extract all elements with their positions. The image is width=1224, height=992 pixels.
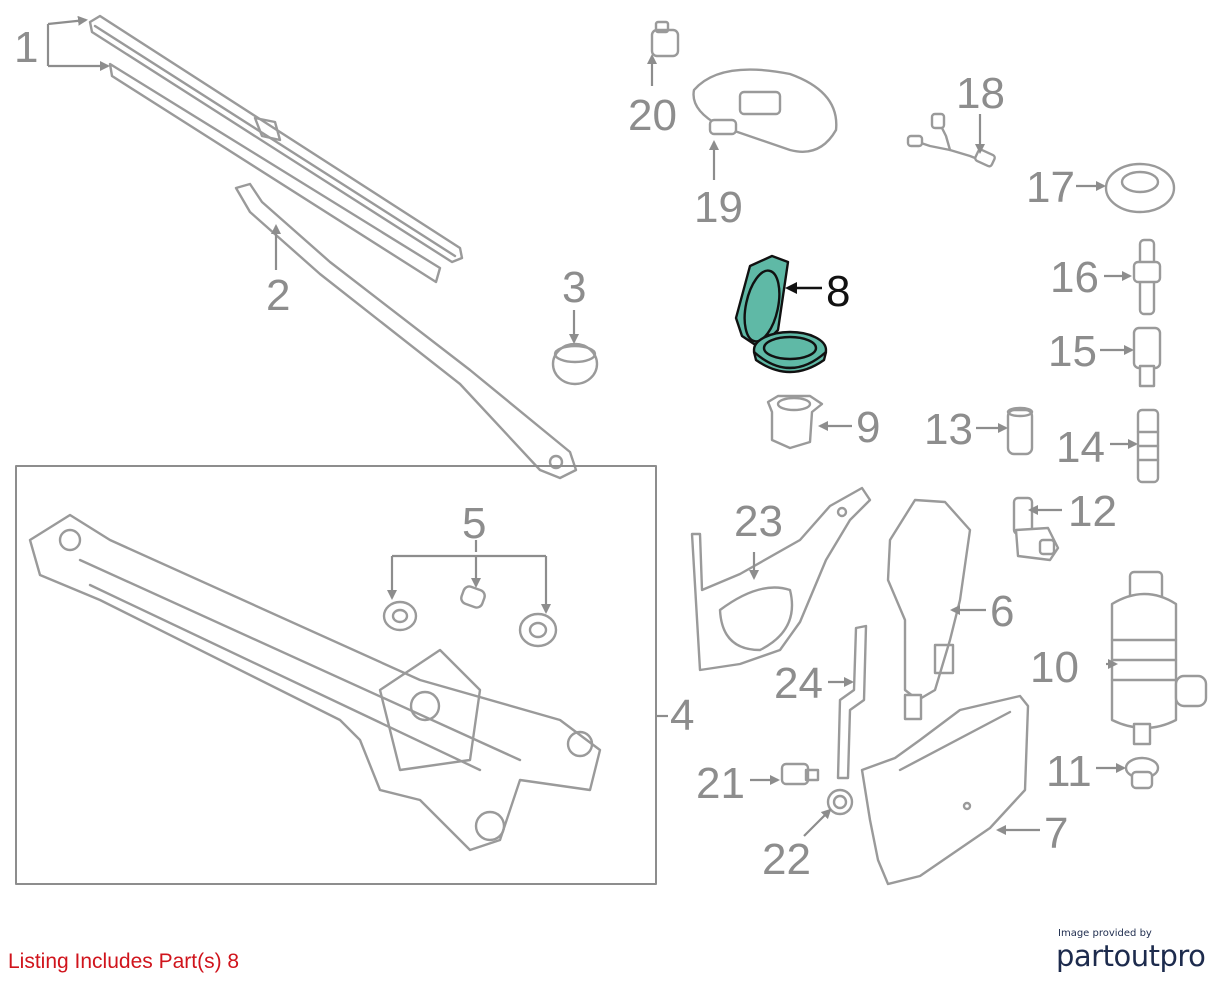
callout-labels: 1 2 3 4 5 6 7 8 9 10 11 12 13 14 15 16 1… [14, 23, 1117, 884]
callout-24: 24 [774, 659, 823, 708]
part-5-bushings[interactable] [382, 585, 558, 648]
part-11-grommet[interactable] [1124, 756, 1160, 790]
provider-credit: Image provided by partoutpro [1056, 928, 1206, 973]
part-2-wiper-arm[interactable] [234, 182, 578, 480]
callout-21: 21 [696, 759, 745, 808]
callout-arrows [46, 15, 1138, 837]
part-15-check-valve[interactable] [1132, 326, 1162, 388]
part-21-level-sensor[interactable] [780, 762, 820, 786]
callout-6: 6 [990, 587, 1014, 636]
part-13-sleeve[interactable] [1006, 406, 1034, 456]
callout-9: 9 [856, 403, 880, 452]
part-4-wiper-linkage[interactable] [15, 465, 657, 885]
callout-13: 13 [924, 405, 973, 454]
callout-18: 18 [956, 69, 1005, 118]
callout-7: 7 [1044, 809, 1068, 858]
part-17-grommet-ring[interactable] [1104, 162, 1176, 214]
callout-11: 11 [1046, 747, 1092, 796]
provider-caption: Image provided by [1058, 928, 1152, 939]
callout-8: 8 [826, 267, 850, 316]
part-7-reservoir[interactable] [860, 694, 1030, 886]
callout-16: 16 [1050, 253, 1099, 302]
part-16-connector[interactable] [1132, 238, 1162, 316]
callout-17: 17 [1026, 163, 1075, 212]
part-1-wiper-blades[interactable] [88, 14, 464, 284]
part-8-filler-cap[interactable] [734, 254, 828, 374]
callout-2: 2 [266, 271, 290, 320]
callout-19: 19 [694, 183, 743, 232]
part-20-nozzle-clip[interactable] [650, 20, 680, 58]
part-22-seal[interactable] [826, 788, 854, 816]
callout-15: 15 [1048, 327, 1097, 376]
part-24-strap[interactable] [836, 624, 868, 780]
callout-10: 10 [1030, 643, 1079, 692]
part-12-sensor[interactable] [1012, 496, 1060, 562]
callout-12: 12 [1068, 487, 1117, 536]
part-10-washer-pump[interactable] [1110, 570, 1208, 746]
callout-20: 20 [628, 91, 677, 140]
callout-3: 3 [562, 263, 586, 312]
part-19-washer-nozzle[interactable] [692, 68, 838, 153]
callout-4: 4 [670, 691, 694, 740]
callout-1: 1 [14, 23, 38, 72]
provider-logo: partoutpro [1056, 939, 1206, 973]
part-9-filler-neck[interactable] [766, 394, 824, 450]
callout-22: 22 [762, 835, 811, 884]
callout-14: 14 [1056, 423, 1105, 472]
callout-5: 5 [462, 499, 486, 548]
part-18-y-connector[interactable] [906, 112, 996, 168]
part-23-bracket[interactable] [690, 486, 872, 672]
part-6-reservoir-neck[interactable] [886, 498, 972, 721]
listing-note: Listing Includes Part(s) 8 [8, 950, 240, 973]
part-14-hose-connector[interactable] [1136, 408, 1160, 484]
callout-23: 23 [734, 497, 783, 546]
part-3-cap[interactable] [551, 342, 599, 386]
